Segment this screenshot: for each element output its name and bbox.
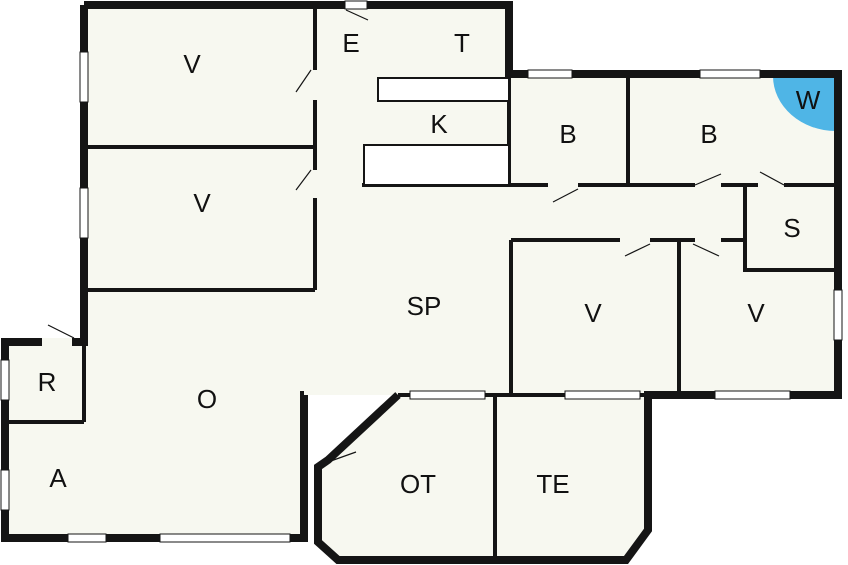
- windows: [0, 0, 843, 543]
- kitchen-counters: [363, 77, 510, 186]
- room-label-entrance: E: [342, 28, 359, 58]
- room-label-bedroom-1: V: [183, 49, 201, 79]
- room-label-sp: SP: [407, 291, 442, 321]
- room-label-t: T: [454, 28, 470, 58]
- room-label-r: R: [38, 367, 57, 397]
- room-label-bedroom-2: V: [193, 188, 211, 218]
- room-label-bedroom-3: V: [584, 298, 602, 328]
- wet-zone-shower: [773, 76, 836, 131]
- room-label-a: A: [49, 463, 67, 493]
- room-label-o: O: [197, 384, 217, 414]
- room-label-bedroom-4: V: [747, 298, 765, 328]
- room-label-bathroom-2: B: [700, 119, 717, 149]
- room-label-te: TE: [536, 469, 569, 499]
- room-label-w: W: [796, 85, 821, 115]
- doors: [42, 9, 785, 463]
- room-label-bathroom-1: B: [559, 119, 576, 149]
- room-label-ot: OT: [400, 469, 436, 499]
- room-label-s: S: [783, 213, 800, 243]
- room-label-kitchen: K: [430, 109, 448, 139]
